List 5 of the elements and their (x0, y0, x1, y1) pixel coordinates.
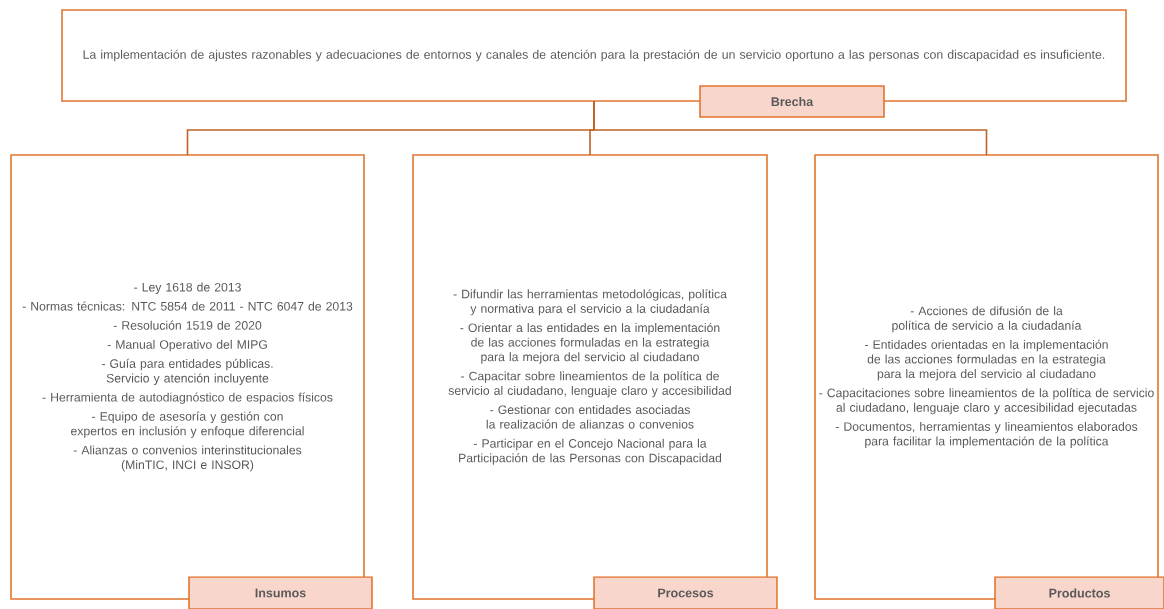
section-tag: Insumos (188, 576, 373, 609)
section-tag: Productos (994, 576, 1164, 609)
section-tag: Brecha (699, 85, 885, 118)
section-tag: Procesos (593, 576, 778, 609)
connector-line (593, 100, 988, 156)
